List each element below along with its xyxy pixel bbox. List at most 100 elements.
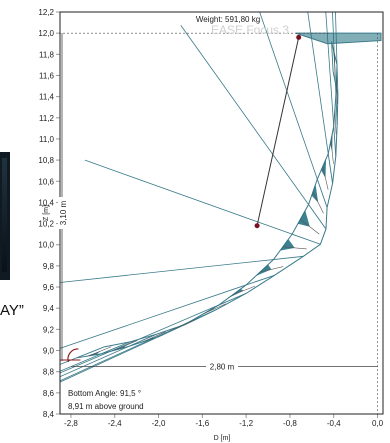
- x-tick-label: -2,0: [152, 419, 166, 428]
- projection-line: [60, 345, 130, 378]
- cabinet-divider: [76, 346, 105, 359]
- chart-title: Weight: 591,80 kg: [196, 15, 260, 24]
- cabinet-axis: [232, 285, 255, 296]
- y-tick-label: 10,2: [38, 220, 54, 229]
- cabinet-divider: [128, 333, 157, 347]
- array-back-profile: [104, 71, 339, 348]
- cabinet-divider: [316, 179, 328, 208]
- vertical-dimension-label: 3,10 m: [59, 200, 68, 225]
- center-of-gravity-point: [254, 223, 260, 229]
- height-annotation: 8,91 m above ground: [68, 402, 144, 411]
- directivity-lobe: [255, 264, 272, 277]
- y-axis: 8,4 8,6 8,8 9,0 9,2 9,4 9,6 9,8 10,0 10,2 10,4 10,6…: [38, 8, 60, 419]
- watermark-text: EASE Focus 3: [211, 23, 289, 37]
- caption-fragment: AY”: [0, 302, 24, 319]
- cabinet-axis: [88, 346, 112, 357]
- y-tick-label: 11,0: [39, 135, 55, 144]
- y-tick-label: 9,2: [43, 325, 55, 334]
- cabinet-divider: [245, 274, 275, 286]
- bottom-angle-annotation: Bottom Angle: 91,5 °: [68, 389, 141, 398]
- side-panel-strip: [0, 152, 10, 280]
- cabinet-axis: [330, 139, 334, 164]
- cabinet-divider: [189, 309, 217, 323]
- cabinet-axis: [312, 191, 324, 214]
- y-tick-label: 9,0: [43, 347, 55, 356]
- cabinet-axis: [143, 331, 166, 342]
- plot-frame: [59, 11, 384, 415]
- y-tick-label: 12,2: [38, 8, 54, 17]
- y-tick-label: 8,8: [43, 368, 55, 377]
- cabinet-axis: [173, 319, 196, 330]
- y-tick-label: 11,8: [39, 50, 55, 59]
- y-tick-label: 9,6: [43, 283, 55, 292]
- x-tick-label: -2,8: [64, 419, 78, 428]
- x-tick-label: -0,4: [327, 419, 341, 428]
- cabinet-divider: [327, 153, 333, 184]
- dimension-label-background: [206, 360, 238, 370]
- directivity-lobe: [297, 210, 310, 227]
- y-tick-label: 8,6: [43, 389, 55, 398]
- cabinet-axis: [282, 246, 307, 250]
- y-tick-label: 10,4: [38, 198, 54, 207]
- x-tick-label: -2,4: [108, 419, 122, 428]
- cabinet-axis: [333, 53, 336, 78]
- cabinet-divider: [291, 233, 321, 245]
- projection-line: [60, 353, 102, 372]
- projection-line: [325, 12, 335, 127]
- cabinet-axis: [115, 340, 138, 351]
- projection-line: [60, 336, 159, 383]
- projection-line: [60, 259, 274, 283]
- y-tick-label: 11,4: [39, 93, 55, 102]
- directivity-lobe: [111, 345, 127, 352]
- x-tick-label: -1,6: [195, 419, 209, 428]
- horizontal-dimension-label: 2,80 m: [210, 362, 235, 371]
- cabinet-axis: [300, 219, 320, 235]
- array-geometry: [60, 32, 382, 363]
- pickup-point: [296, 34, 302, 40]
- y-tick-label: 11,6: [39, 71, 55, 80]
- cabinet-divider: [333, 126, 337, 157]
- cabinet-divider: [336, 64, 339, 95]
- projection-line: [180, 25, 309, 205]
- cabinet-divider: [218, 292, 247, 306]
- cabinet-axis: [259, 266, 284, 273]
- cabinet-axis: [203, 303, 227, 314]
- projection-line: [84, 159, 293, 235]
- x-tick-label: -1,2: [239, 419, 253, 428]
- cabinet-divider: [273, 255, 304, 260]
- x-axis-label: D [m]: [214, 435, 231, 442]
- dimensions: [59, 32, 378, 414]
- y-axis-label: Z [m]: [43, 205, 50, 221]
- rigging-line: [256, 37, 300, 226]
- directivity-lobe: [311, 184, 319, 203]
- cabinet-divider: [331, 41, 334, 72]
- directivity-lobe: [280, 239, 295, 251]
- projection-line: [307, 12, 329, 154]
- cabinet-axis: [334, 110, 337, 135]
- cabinet-divider: [308, 204, 327, 230]
- cabinet-divider: [158, 323, 186, 338]
- y-tick-label: 9,4: [43, 304, 55, 313]
- y-tick-label: 9,8: [43, 262, 55, 271]
- cabinet-divider: [101, 341, 130, 355]
- y-tick-label: 11,2: [39, 114, 55, 123]
- projection-line: [60, 304, 219, 374]
- x-tick-label: -0,8: [283, 419, 297, 428]
- projection-line: [259, 12, 318, 180]
- y-tick-label: 8,4: [43, 410, 55, 419]
- cabinet-axis: [336, 79, 338, 104]
- y-tick-label: 10,8: [38, 156, 54, 165]
- directivity-lobe: [321, 158, 327, 179]
- projection-line: [60, 284, 247, 349]
- cabinet-axis: [322, 166, 329, 190]
- cabinet-divider: [335, 94, 338, 125]
- dimension-label-background: [58, 197, 67, 229]
- projection-line: [335, 12, 338, 65]
- fly-frame: [295, 32, 382, 45]
- y-tick-label: 10,6: [38, 177, 54, 186]
- y-tick-label: 10,0: [38, 241, 54, 250]
- y-tick-label: 12,0: [38, 29, 54, 38]
